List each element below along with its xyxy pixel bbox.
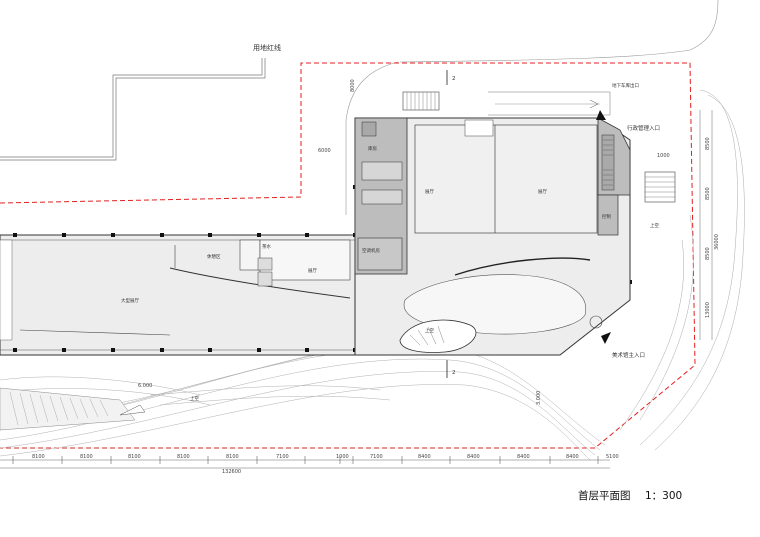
dim-bottom-2: 8100 <box>80 454 93 460</box>
label-exhibition-hall-b: 展厅 <box>538 189 547 195</box>
dim-right-5: 13000 <box>705 302 711 318</box>
dim-ramp: 6.000 <box>138 383 152 389</box>
label-large-exhibition-hall: 大型展厅 <box>121 297 139 304</box>
dim-bottom-total: 132600 <box>222 469 241 475</box>
label-storage: 库房 <box>368 145 377 152</box>
void-hatch-bottom-left <box>0 387 146 431</box>
dim-bottom-7: 1000 <box>336 454 349 460</box>
dim-bottom-1: 8100 <box>32 454 45 460</box>
dim-bottom-11: 8400 <box>517 454 530 460</box>
dim-bottom-5: 8100 <box>226 454 239 460</box>
dim-top-vertical: 8000 <box>350 79 356 92</box>
dim-bottom-10: 8400 <box>467 454 480 460</box>
label-tea-room: 茶水 <box>262 243 271 250</box>
dim-bottom-8: 7100 <box>370 454 383 460</box>
label-upper-void-2: 上空 <box>425 327 434 334</box>
dim-bottom-6: 7100 <box>276 454 289 460</box>
label-land-line: 用地红线 <box>253 43 281 52</box>
dimension-ticks <box>12 456 599 464</box>
label-aircon-room: 空调机房 <box>362 247 380 254</box>
label-exhibition-hall-a: 展厅 <box>425 189 434 195</box>
right-dimension-labels: 8500 8500 36000 8500 13000 <box>705 137 720 318</box>
section-mark-bottom: 2 <box>452 370 456 376</box>
dim-bottom-3: 8100 <box>128 454 141 460</box>
dim-right-4: 8500 <box>705 247 711 260</box>
landscape-curves-bottom <box>0 334 606 461</box>
entrance-arrows <box>596 110 611 344</box>
dim-right-2: 8500 <box>705 187 711 200</box>
land-boundary-line <box>0 62 696 449</box>
dim-right-small: 1000 <box>657 153 670 159</box>
dim-right-3: 36000 <box>714 234 720 250</box>
dim-ramp-2: 3.000 <box>536 391 542 405</box>
bottom-dimension-labels: 8100 8100 8100 8100 8100 7100 1000 7100 … <box>32 454 619 475</box>
dim-bottom-9: 8400 <box>418 454 431 460</box>
dim-bottom-12: 8400 <box>566 454 579 460</box>
label-underground-exit: 地下车库出口 <box>612 82 639 89</box>
dim-top-horizontal: 6000 <box>318 148 331 154</box>
label-hall: 展厅 <box>308 268 317 274</box>
label-admin-entrance: 行政管理入口 <box>627 124 660 132</box>
section-mark-top: 2 <box>452 76 456 82</box>
site-road <box>345 0 719 215</box>
dim-bottom-4: 8100 <box>177 454 190 460</box>
neighbor-building <box>0 58 266 161</box>
label-control-room: 控制 <box>602 213 611 220</box>
building-left-wing <box>0 234 356 356</box>
right-outdoor-stair <box>644 171 676 203</box>
landscape-curves-right <box>619 89 745 451</box>
label-upper-void-1: 上空 <box>650 222 659 229</box>
building-main-block <box>354 117 631 356</box>
dim-right-1: 8500 <box>705 137 711 150</box>
label-rest-area: 休憩区 <box>207 253 221 260</box>
dim-bottom-13: 5100 <box>606 454 619 460</box>
top-stairs <box>402 91 611 137</box>
label-museum-entrance: 美术馆主入口 <box>612 351 645 359</box>
label-upper-void-3: 上空 <box>190 395 199 402</box>
